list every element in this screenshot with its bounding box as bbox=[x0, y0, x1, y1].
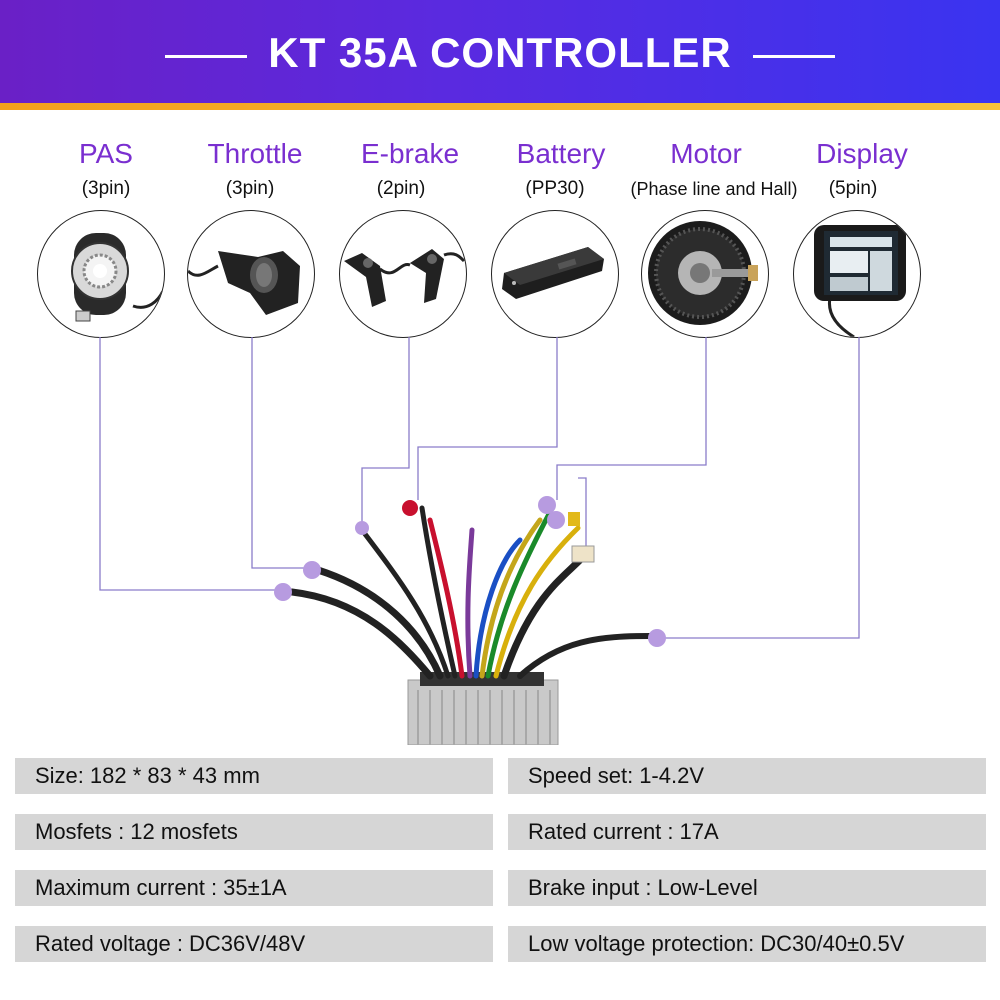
component-pin-throttle: (3pin) bbox=[225, 178, 275, 199]
component-pin-battery: (PP30) bbox=[525, 178, 585, 199]
spec-speed-set-value: 1-4.2V bbox=[639, 763, 705, 788]
page-title: KT 35A CONTROLLER bbox=[268, 29, 732, 76]
plug-ebrake-2 bbox=[402, 500, 418, 516]
component-image-throttle bbox=[187, 210, 315, 338]
battery-pack-icon bbox=[502, 247, 604, 299]
line-ebrake-2 bbox=[417, 337, 558, 500]
component-pin-ebrake: (2pin) bbox=[376, 178, 426, 199]
spec-low-voltage-value: DC30/40±0.5V bbox=[760, 931, 905, 956]
spec-rated-current-label: Rated current : bbox=[528, 819, 674, 844]
controller-box bbox=[407, 672, 559, 745]
spec-low-voltage: Low voltage protection:DC30/40±0.5V bbox=[508, 926, 986, 962]
plug-pas bbox=[274, 583, 292, 601]
component-image-ebrake bbox=[339, 210, 467, 338]
header-banner bbox=[0, 0, 1000, 103]
controller-cables bbox=[288, 505, 653, 680]
component-name-throttle: Throttle bbox=[207, 138, 303, 169]
spec-mosfets: Mosfets :12 mosfets bbox=[15, 814, 493, 850]
spec-max-current: Maximum current :35±1A bbox=[15, 870, 493, 906]
component-name-pas: PAS bbox=[79, 138, 133, 169]
spec-brake-input: Brake input :Low-Level bbox=[508, 870, 986, 906]
hub-motor-icon bbox=[648, 221, 758, 325]
plug-motor-phase-2 bbox=[547, 511, 565, 529]
component-image-pas bbox=[37, 210, 165, 338]
plug-ebrake-1 bbox=[355, 521, 369, 535]
component-name-motor: Motor bbox=[670, 138, 742, 169]
spec-rated-voltage-label: Rated voltage : bbox=[35, 931, 183, 956]
component-pin-display: (5pin) bbox=[828, 178, 878, 199]
lcd-display-icon bbox=[814, 225, 906, 337]
spec-rated-voltage-value: DC36V/48V bbox=[188, 931, 306, 956]
plug-motor-phase-1 bbox=[538, 496, 556, 514]
component-image-battery bbox=[491, 210, 619, 338]
component-image-display bbox=[793, 210, 921, 338]
line-ebrake-1 bbox=[361, 337, 410, 526]
line-throttle bbox=[251, 337, 312, 569]
spec-speed-set: Speed set:1-4.2V bbox=[508, 758, 986, 794]
connector-plugs bbox=[274, 496, 666, 647]
component-pin-pas: (3pin) bbox=[81, 178, 131, 199]
component-name-battery: Battery bbox=[516, 138, 606, 169]
line-pas bbox=[99, 337, 283, 591]
component-name-ebrake: E-brake bbox=[360, 138, 460, 169]
pas-sensor-icon bbox=[71, 233, 164, 322]
spec-mosfets-label: Mosfets : bbox=[35, 819, 125, 844]
line-motor-hall bbox=[578, 477, 587, 548]
plug-motor-phase-3 bbox=[568, 512, 580, 526]
spec-size-value: 182 * 83 * 43 mm bbox=[89, 763, 260, 788]
component-image-motor bbox=[641, 210, 769, 338]
plug-motor-hall bbox=[571, 545, 595, 563]
spec-brake-input-label: Brake input : bbox=[528, 875, 652, 900]
component-name-display: Display bbox=[816, 138, 908, 169]
title-rule-left bbox=[165, 55, 247, 58]
spec-mosfets-value: 12 mosfets bbox=[130, 819, 238, 844]
component-pin-motor: (Phase line and Hall) bbox=[630, 179, 798, 199]
spec-size: Size:182 * 83 * 43 mm bbox=[15, 758, 493, 794]
wiring-diagram bbox=[99, 337, 860, 745]
plug-display bbox=[648, 629, 666, 647]
line-motor-phase bbox=[556, 337, 707, 500]
spec-low-voltage-label: Low voltage protection: bbox=[528, 931, 755, 956]
plug-throttle bbox=[303, 561, 321, 579]
thumb-throttle-icon bbox=[188, 251, 300, 315]
spec-speed-set-label: Speed set: bbox=[528, 763, 634, 788]
connector-lines bbox=[99, 337, 860, 639]
spec-max-current-label: Maximum current : bbox=[35, 875, 218, 900]
spec-rated-current: Rated current :17A bbox=[508, 814, 986, 850]
title-rule-right bbox=[753, 55, 835, 58]
spec-max-current-value: 35±1A bbox=[223, 875, 287, 900]
line-display bbox=[662, 337, 860, 639]
spec-rated-voltage: Rated voltage :DC36V/48V bbox=[15, 926, 493, 962]
brake-levers-icon bbox=[344, 249, 466, 307]
banner-accent-stripe bbox=[0, 103, 1000, 110]
spec-size-label: Size: bbox=[35, 763, 84, 788]
spec-rated-current-value: 17A bbox=[679, 819, 719, 844]
spec-brake-input-value: Low-Level bbox=[657, 875, 758, 900]
